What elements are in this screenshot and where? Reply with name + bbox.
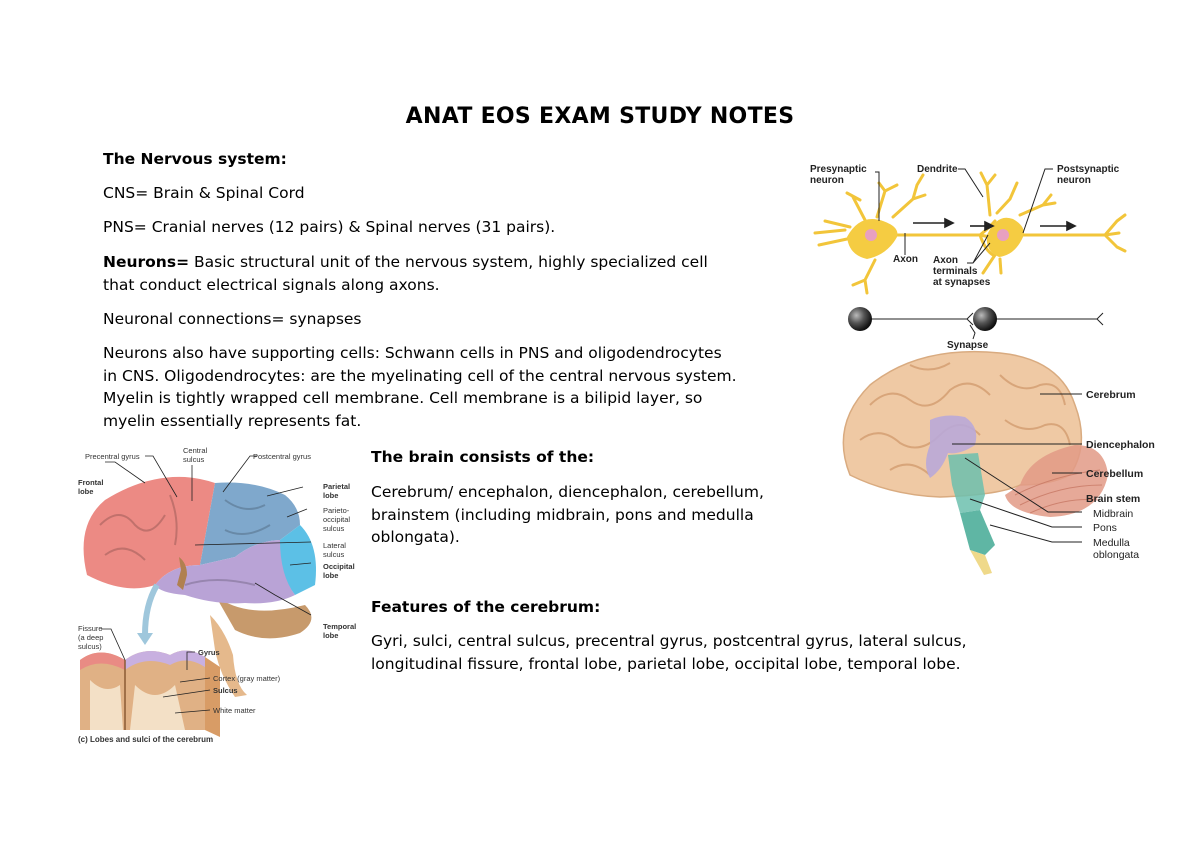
temporal-lobe-label-2: lobe: [323, 631, 338, 640]
cerebrum-label: Cerebrum: [1086, 389, 1136, 401]
temporal-lobe-shape-icon: [155, 540, 295, 604]
neuron-synapse-figure: Presynaptic neuron Dendrite Postsynaptic…: [810, 164, 1127, 351]
brain-lobes-figure: Precentral gyrus Central sulcus Postcent…: [78, 446, 356, 744]
frontal-lobe-label-2: lobe: [78, 487, 93, 496]
neuron-body-sphere-icon: [848, 307, 872, 331]
neuron-illustration-icon: [813, 171, 1127, 295]
cerebrum-features-heading: Features of the cerebrum:: [371, 598, 601, 616]
parietal-lobe-label-2: lobe: [323, 491, 338, 500]
neurons-text-cont: that conduct electrical signals along ax…: [103, 275, 440, 294]
parietal-lobe-label: Parietal: [323, 482, 350, 491]
nucleus-icon: [865, 229, 877, 241]
parieto-occipital-label: Parieto-: [323, 506, 350, 515]
postsynaptic-label: Postsynaptic: [1057, 164, 1120, 175]
pons-label: Pons: [1093, 522, 1117, 534]
parieto-occipital-label-3: sulcus: [323, 524, 345, 533]
paragraph-line: Neurons also have supporting cells: Schw…: [103, 344, 722, 362]
occipital-lobe-label-2: lobe: [323, 571, 338, 580]
diencephalon-label: Diencephalon: [1086, 439, 1155, 451]
temporal-lobe-label: Temporal: [323, 622, 356, 631]
nervous-system-heading: The Nervous system:: [103, 150, 287, 168]
cns-definition: CNS= Brain & Spinal Cord: [103, 184, 305, 202]
gyrus-label: Gyrus: [198, 648, 220, 657]
cortex-label: Cortex (gray matter): [213, 674, 281, 683]
occipital-lobe-label: Occipital: [323, 562, 355, 571]
paragraph-line: Gyri, sulci, central sulcus, precentral …: [371, 632, 967, 650]
axon-terminals-label-3: at synapses: [933, 277, 991, 288]
brain-consists-paragraph: Cerebrum/ encephalon, diencephalon, cere…: [371, 481, 764, 549]
frontal-lobe-label: Frontal: [78, 478, 103, 487]
spinal-cord-shape-icon: [970, 550, 992, 575]
neurons-label: Neurons=: [103, 253, 190, 271]
paragraph-line: longitudinal fissure, frontal lobe, pari…: [371, 654, 961, 673]
fissure-label-3: sulcus): [78, 642, 102, 651]
neurons-text: Basic structural unit of the nervous sys…: [189, 253, 708, 271]
sulcus-label: Sulcus: [213, 686, 238, 695]
central-sulcus-label: Central: [183, 446, 208, 455]
cerebrum-features-paragraph: Gyri, sulci, central sulcus, precentral …: [371, 630, 967, 675]
supporting-cells-paragraph: Neurons also have supporting cells: Schw…: [103, 342, 737, 432]
axon-label: Axon: [893, 254, 918, 265]
diencephalon-shape-icon: [926, 415, 977, 478]
neuronal-connections: Neuronal connections= synapses: [103, 310, 362, 328]
figure-caption: (c) Lobes and sulci of the cerebrum: [78, 735, 213, 744]
paragraph-line: in CNS. Oligodendrocytes: are the myelin…: [103, 366, 737, 385]
postcentral-gyrus-label: Postcentral gyrus: [253, 452, 311, 461]
nucleus-icon: [997, 229, 1009, 241]
brain-consists-heading: The brain consists of the:: [371, 448, 595, 466]
brain-regions-figure: Cerebrum Diencephalon Cerebellum Brain s…: [842, 350, 1155, 575]
neurons-definition: Neurons= Basic structural unit of the ne…: [103, 251, 708, 296]
midbrain-label: Midbrain: [1093, 508, 1133, 520]
page-title: ANAT EOS EXAM STUDY NOTES: [405, 104, 795, 129]
cerebellum-shape-icon: [1005, 445, 1108, 517]
lateral-sulcus-label-2: sulcus: [323, 550, 345, 559]
arrow-down-icon: [137, 633, 153, 645]
fissure-label-2: (a deep: [78, 633, 103, 642]
cerebellum-label: Cerebellum: [1086, 468, 1143, 480]
axon-terminals-label: Axon: [933, 255, 958, 266]
pns-definition: PNS= Cranial nerves (12 pairs) & Spinal …: [103, 218, 556, 236]
dendrite-label: Dendrite: [917, 164, 958, 175]
paragraph-line: myelin essentially represents fat.: [103, 411, 362, 430]
insula-shape-icon: [177, 557, 187, 590]
paragraph-line: Myelin is tightly wrapped cell membrane.…: [103, 389, 703, 407]
synapse-schematic: Synapse: [848, 307, 1104, 351]
medulla-label: Medulla: [1093, 537, 1130, 549]
brainstem-shape-icon: [210, 615, 247, 697]
parieto-occipital-label-2: occipital: [323, 515, 350, 524]
lateral-sulcus-label: Lateral: [323, 541, 346, 550]
neuron-body-sphere-icon: [973, 307, 997, 331]
central-sulcus-label-2: sulcus: [183, 455, 205, 464]
brain-stem-label: Brain stem: [1086, 493, 1140, 505]
white-matter-label: White matter: [213, 706, 256, 715]
paragraph-line: Cerebrum/ encephalon, diencephalon, cere…: [371, 483, 764, 501]
presynaptic-label: Presynaptic: [810, 164, 867, 175]
axon-terminals-label-2: terminals: [933, 266, 978, 277]
midbrain-pons-shape-icon: [948, 453, 985, 513]
cerebellum-shape-icon: [215, 595, 312, 639]
fissure-label: Fissure: [78, 624, 103, 633]
medulla-shape-icon: [960, 510, 995, 555]
presynaptic-label-2: neuron: [810, 175, 844, 186]
medulla-label-2: oblongata: [1093, 549, 1139, 561]
synapse-label: Synapse: [947, 340, 989, 351]
signal-direction-arrow-icon: [913, 217, 1077, 232]
paragraph-line: brainstem (including midbrain, pons and …: [371, 505, 754, 524]
paragraph-line: oblongata).: [371, 528, 460, 546]
postsynaptic-label-2: neuron: [1057, 175, 1091, 186]
precentral-gyrus-label: Precentral gyrus: [85, 452, 140, 461]
